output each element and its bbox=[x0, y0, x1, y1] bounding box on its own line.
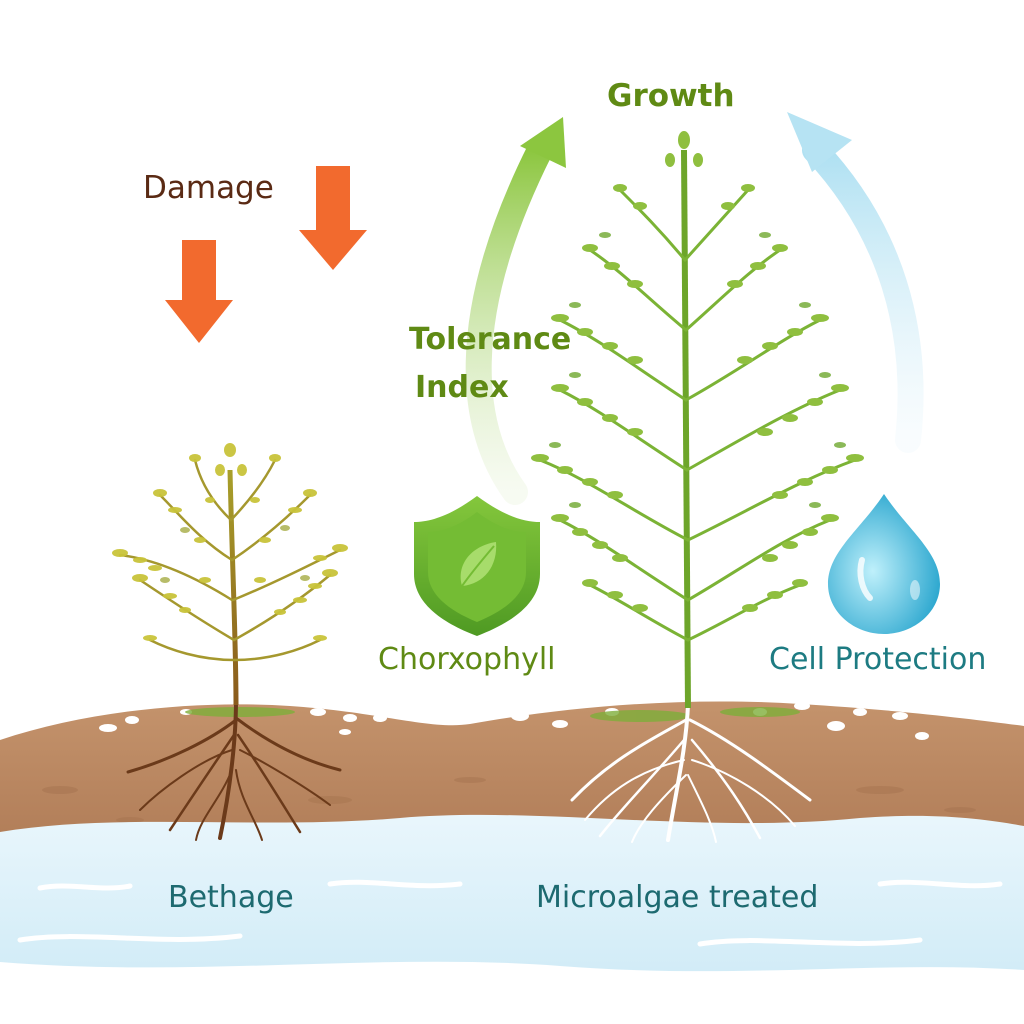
water-drop-icon bbox=[828, 494, 940, 634]
healthy-plant-roots bbox=[570, 703, 812, 843]
stressed-plant-roots bbox=[126, 698, 342, 841]
water-layer bbox=[0, 814, 1024, 972]
treated-condition-label: Microalgae treated bbox=[536, 880, 819, 915]
stressed-plant bbox=[112, 443, 348, 706]
damage-label: Damage bbox=[143, 170, 274, 206]
soil-layer bbox=[0, 701, 1024, 850]
growth-arrow-icon bbox=[465, 117, 566, 505]
tolerance-index-label-line2: Index bbox=[415, 370, 509, 405]
healthy-plant bbox=[531, 131, 864, 709]
damage-arrow-icon bbox=[165, 240, 233, 343]
chlorophyll-label: Chorxophyll bbox=[378, 642, 556, 677]
protection-arrow-icon bbox=[787, 112, 924, 453]
untreated-condition-label: Bethage bbox=[168, 880, 294, 915]
growth-label: Growth bbox=[607, 78, 735, 114]
leaf-shield-icon bbox=[414, 496, 540, 636]
tolerance-index-label-line1: Tolerance bbox=[409, 322, 572, 357]
cell-protection-label: Cell Protection bbox=[769, 642, 987, 677]
damage-arrow-icon bbox=[299, 166, 367, 270]
